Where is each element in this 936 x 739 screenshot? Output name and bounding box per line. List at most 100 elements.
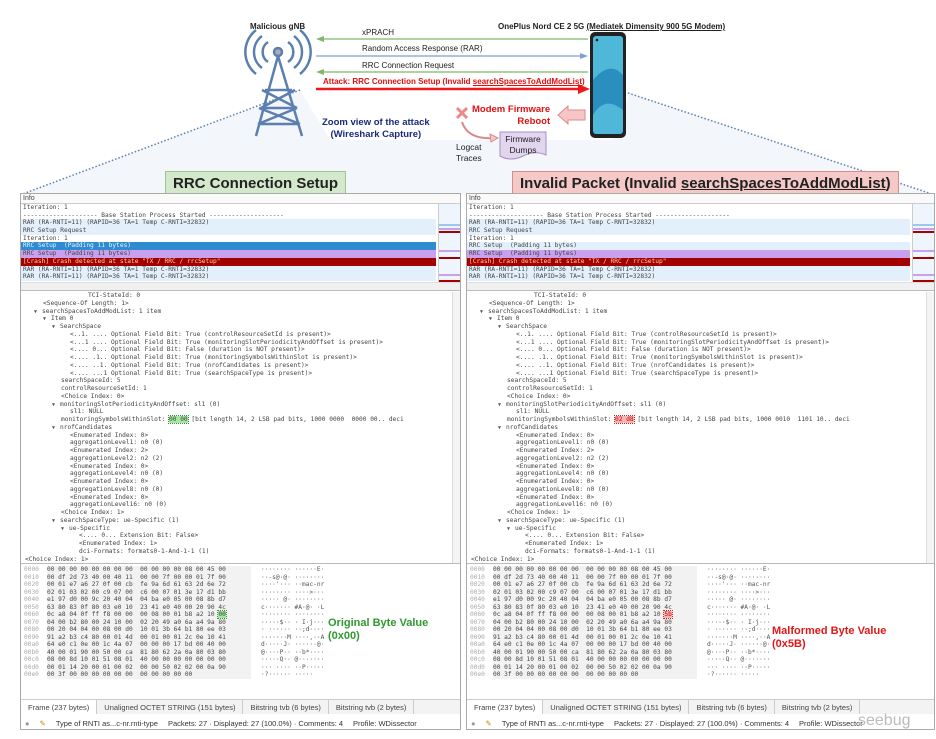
packet-row[interactable]: RAR (RA-RNTI=11) (RAPID=36 TA=1 Temp C-R… — [467, 273, 910, 281]
tree-node[interactable]: ▼SearchSpace — [21, 323, 460, 331]
tree-node[interactable]: ▼ue-Specific — [21, 525, 460, 533]
packet-row[interactable]: Iteration: 1 — [21, 234, 436, 243]
tree-node[interactable]: dci-Formats: formats0-1-And-1-1 (1) — [467, 548, 934, 556]
byte-tab[interactable]: Bitstring tvb (6 bytes) — [689, 700, 775, 714]
tree-node[interactable]: <Choice Index: 0> — [21, 393, 460, 401]
tree-node[interactable]: aggregationLevel1: n0 (0) — [21, 439, 460, 447]
byte-tab[interactable]: Unaligned OCTET STRING (151 bytes) — [543, 700, 690, 714]
tree-node[interactable]: aggregationLevel4: n0 (0) — [21, 470, 460, 478]
tree-node[interactable]: <Enumerated Index: 0> — [21, 478, 460, 486]
tree-node[interactable]: aggregationLevel16: n0 (0) — [21, 501, 460, 509]
column-header-info[interactable]: Info — [21, 194, 460, 204]
tree-node[interactable]: aggregationLevel1: n0 (0) — [467, 439, 934, 447]
tree-node[interactable]: ▼searchSpacesToAddModList: 1 item — [21, 308, 460, 316]
tree-node[interactable]: <Choice Index: 1> — [467, 556, 934, 564]
tree-node[interactable]: <Sequence-Of Length: 1> — [467, 300, 934, 308]
tree-node[interactable]: ▼Item 0 — [467, 315, 934, 323]
packet-row[interactable]: RAR (RA-RNTI=11) (RAPID=36 TA=1 Temp C-R… — [21, 265, 436, 274]
tree-node[interactable]: aggregationLevel8: n0 (0) — [467, 486, 934, 494]
tree-node[interactable]: aggregationLevel8: n0 (0) — [21, 486, 460, 494]
tree-node[interactable]: <Choice Index: 1> — [21, 509, 460, 517]
expand-triangle-icon[interactable]: ▼ — [507, 525, 511, 532]
packet-row[interactable]: RRC Setup (Padding 11 bytes) — [21, 242, 436, 251]
tree-node[interactable]: <.... ...1 Optional Field Bit: True (sea… — [21, 370, 460, 378]
packet-minimap[interactable] — [912, 204, 934, 282]
packet-row[interactable]: [Crash] Crash detected at state "TX / RR… — [467, 257, 910, 266]
tree-node[interactable]: TCI-StateId: 0 — [21, 292, 460, 300]
expand-triangle-icon[interactable]: ▼ — [52, 401, 56, 408]
tree-node[interactable]: ▼ue-Specific — [467, 525, 934, 533]
tree-node[interactable]: <Enumerated Index: 0> — [21, 463, 460, 471]
tree-node[interactable]: ▼searchSpaceType: ue-Specific (1) — [21, 517, 460, 525]
tree-node[interactable]: aggregationLevel2: n2 (2) — [467, 455, 934, 463]
tree-node[interactable]: ▼nrofCandidates — [21, 424, 460, 432]
packet-row[interactable]: Iteration: 1 — [467, 234, 910, 243]
tree-node[interactable]: <.... ..1. Optional Field Bit: True (nro… — [467, 362, 934, 370]
packet-row[interactable]: RRC Setup Request — [21, 227, 436, 235]
packet-row[interactable]: [Crash] Crash detected at state "TX / RR… — [21, 257, 436, 266]
edit-comment-icon[interactable]: ✎ — [485, 718, 492, 728]
tree-node[interactable]: aggregationLevel16: n0 (0) — [467, 501, 934, 509]
byte-tab[interactable]: Bitstring tvb (2 bytes) — [775, 700, 861, 714]
expand-triangle-icon[interactable]: ▼ — [498, 517, 502, 524]
tree-node[interactable]: <.... ..1. Optional Field Bit: True (nro… — [21, 362, 460, 370]
tree-node[interactable]: ▼SearchSpace — [467, 323, 934, 331]
tree-node[interactable]: <...1 .... Optional Field Bit: True (mon… — [467, 339, 934, 347]
packet-row[interactable]: -------------------- Base Station Proces… — [21, 211, 436, 220]
tree-node[interactable]: searchSpaceId: 5 — [467, 377, 934, 385]
tree-node[interactable]: <Enumerated Index: 0> — [467, 432, 934, 440]
horizontal-scrollbar[interactable] — [21, 282, 460, 290]
expand-triangle-icon[interactable]: ▼ — [52, 424, 56, 431]
packet-row[interactable]: -------------------- Base Station Proces… — [467, 211, 910, 220]
expand-triangle-icon[interactable]: ▼ — [489, 316, 493, 323]
packet-row[interactable]: RAR (RA-RNTI=11) (RAPID=36 TA=1 Temp C-R… — [467, 219, 910, 228]
tree-node[interactable]: <Choice Index: 0> — [467, 393, 934, 401]
tree-node[interactable]: <.... 0... Extension Bit: False> — [21, 532, 460, 540]
packet-row[interactable]: RAR (RA-RNTI=11) (RAPID=36 TA=1 Temp C-R… — [467, 265, 910, 274]
tree-node[interactable]: <Enumerated Index: 0> — [467, 494, 934, 502]
expand-triangle-icon[interactable]: ▼ — [52, 517, 56, 524]
vertical-scrollbar[interactable] — [452, 292, 460, 563]
packet-details-tree[interactable]: TCI-StateId: 0<Sequence-Of Length: 1>▼se… — [467, 292, 934, 564]
status-profile[interactable]: Profile: WDissector — [799, 718, 863, 728]
tree-node[interactable]: controlResourceSetId: 1 — [21, 385, 460, 393]
tree-node[interactable]: aggregationLevel4: n0 (0) — [467, 470, 934, 478]
packet-row[interactable]: RRC Setup Request — [467, 227, 910, 235]
tree-node[interactable]: ▼searchSpacesToAddModList: 1 item — [467, 308, 934, 316]
tree-node[interactable]: searchSpaceId: 5 — [21, 377, 460, 385]
tree-node[interactable]: <Enumerated Index: 2> — [467, 447, 934, 455]
packet-row[interactable]: RRC Setup (Padding 11 bytes) — [467, 250, 910, 258]
tree-node[interactable]: <.... ...1 Optional Field Bit: True (sea… — [467, 370, 934, 378]
byte-tab[interactable]: Frame (237 bytes) — [467, 700, 544, 714]
byte-tab[interactable]: Bitstring tvb (2 bytes) — [329, 700, 415, 714]
tree-node[interactable]: <Enumerated Index: 0> — [21, 494, 460, 502]
tree-node[interactable]: monitoringSymbolsWithinSlot: 02 d8 [bit … — [467, 415, 934, 424]
byte-tab[interactable]: Frame (237 bytes) — [21, 700, 98, 714]
tree-node[interactable]: <.... 0... Optional Field Bit: False (du… — [21, 346, 460, 354]
tree-node[interactable]: ▼searchSpaceType: ue-Specific (1) — [467, 517, 934, 525]
column-header-info[interactable]: Info — [467, 194, 934, 204]
tree-node[interactable]: <Choice Index: 1> — [21, 556, 460, 564]
tree-node[interactable]: <Enumerated Index: 1> — [21, 540, 460, 548]
status-profile[interactable]: Profile: WDissector — [353, 718, 417, 728]
tree-node[interactable]: <...1 .... Optional Field Bit: True (mon… — [21, 339, 460, 347]
tree-node[interactable]: TCI-StateId: 0 — [467, 292, 934, 300]
tree-node[interactable]: sl1: NULL — [21, 408, 460, 416]
byte-tab[interactable]: Unaligned OCTET STRING (151 bytes) — [97, 700, 244, 714]
horizontal-scrollbar[interactable] — [467, 282, 934, 290]
tree-node[interactable]: ▼Item 0 — [21, 315, 460, 323]
tree-node[interactable]: aggregationLevel2: n2 (2) — [21, 455, 460, 463]
expand-triangle-icon[interactable]: ▼ — [61, 525, 65, 532]
tree-node[interactable]: <Enumerated Index: 0> — [467, 463, 934, 471]
tree-node[interactable]: <Enumerated Index: 0> — [21, 432, 460, 440]
tree-node[interactable]: ▼nrofCandidates — [467, 424, 934, 432]
expand-triangle-icon[interactable]: ▼ — [498, 424, 502, 431]
packet-row[interactable]: RRC Setup (Padding 11 bytes) — [21, 250, 436, 258]
packet-minimap[interactable] — [438, 204, 460, 282]
expand-triangle-icon[interactable]: ▼ — [34, 308, 38, 315]
expand-triangle-icon[interactable]: ▼ — [498, 324, 502, 330]
tree-node[interactable]: <Choice Index: 1> — [467, 509, 934, 517]
tree-node[interactable]: <..1. .... Optional Field Bit: True (con… — [21, 331, 460, 339]
